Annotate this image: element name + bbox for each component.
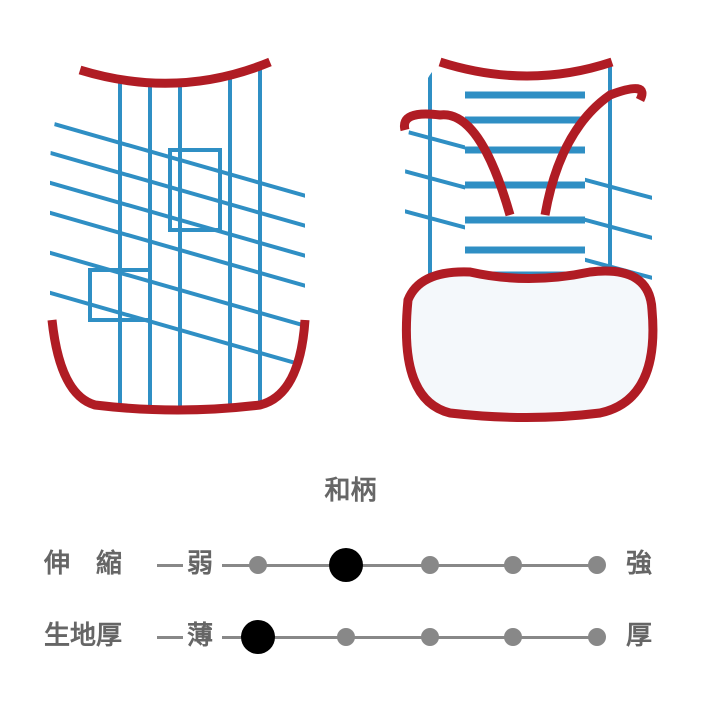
scale-dot bbox=[421, 556, 439, 574]
scale-track bbox=[222, 636, 597, 639]
scale-track bbox=[222, 564, 597, 567]
scale-low-label: 弱 bbox=[187, 549, 214, 579]
scale-lead-line bbox=[157, 564, 183, 567]
scale-label: 生地厚 bbox=[44, 621, 123, 651]
scale-dot bbox=[421, 628, 439, 646]
scale-label: 伸 縮 bbox=[44, 549, 123, 579]
scale-low-label: 薄 bbox=[187, 621, 214, 651]
scale-high-label: 厚 bbox=[626, 621, 653, 651]
scale-selected-dot bbox=[241, 620, 275, 654]
scale-dot bbox=[588, 628, 606, 646]
shirt-back-image bbox=[399, 57, 658, 422]
scale-dot bbox=[588, 556, 606, 574]
scale-lead-line bbox=[157, 636, 183, 639]
scale-dot bbox=[249, 556, 267, 574]
shirt-front-image bbox=[47, 57, 310, 415]
scale-dot bbox=[504, 556, 522, 574]
scale-selected-dot bbox=[329, 548, 363, 582]
scale-high-label: 強 bbox=[626, 549, 653, 579]
product-images bbox=[47, 57, 658, 422]
scale-dot bbox=[504, 628, 522, 646]
pattern-name: 和柄 bbox=[324, 476, 377, 506]
scale-dot bbox=[337, 628, 355, 646]
